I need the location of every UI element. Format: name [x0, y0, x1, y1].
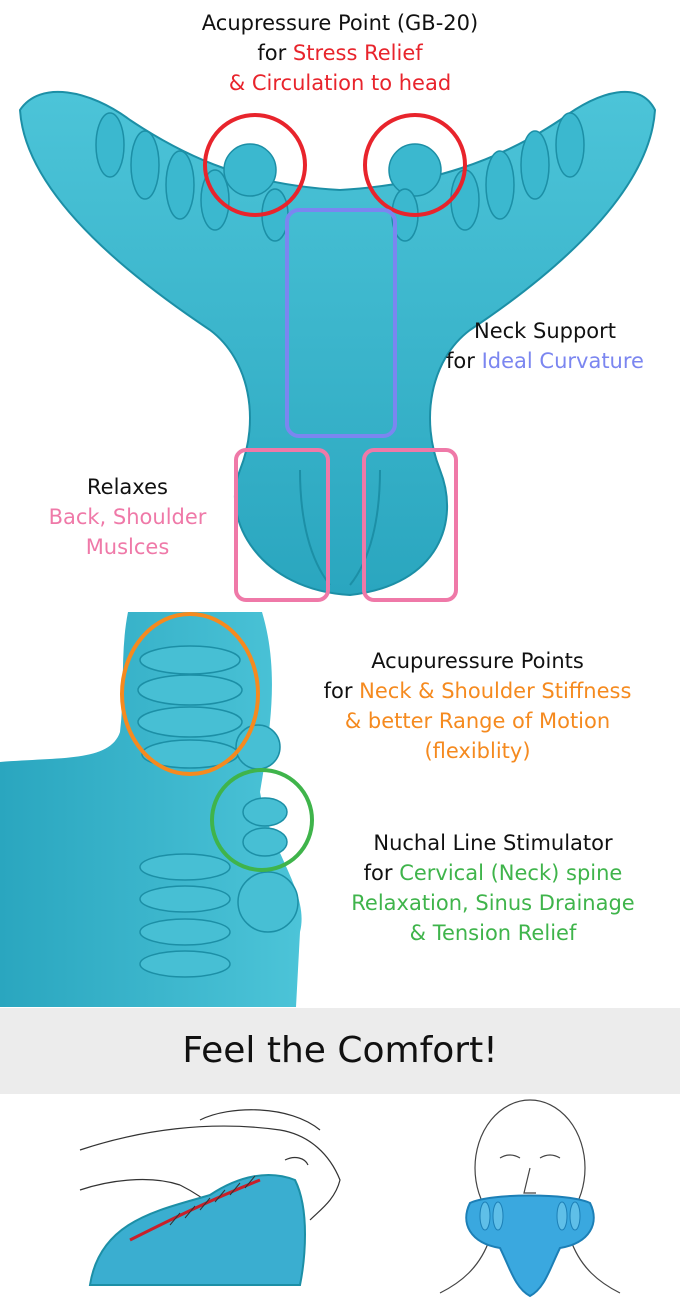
gb20-right-marker [363, 113, 467, 217]
nuchal-line3: Relaxation, Sinus Drainage [351, 891, 635, 915]
relaxes-callout: Relaxes Back, Shoulder Muslces [20, 472, 235, 562]
banner-title: Feel the Comfort! [182, 1030, 498, 1071]
relaxes-line2: Back, Shoulder [48, 505, 207, 529]
front-head-illustration [439, 1099, 621, 1298]
gb20-line3: & Circulation to head [228, 71, 452, 95]
acu-points-line3: & better Range of Motion [344, 709, 611, 733]
pillow-side-view [0, 612, 314, 1007]
neck-support-highlight: Ideal Curvature [481, 349, 644, 373]
nuchal-line4: & Tension Relief [409, 921, 577, 945]
nuchal-marker [210, 768, 314, 872]
neck-support-prefix: for [446, 349, 482, 373]
acu-points-line4: (flexiblity) [424, 739, 531, 763]
neck-support-title: Neck Support [473, 319, 617, 343]
nuchal-callout: Nuchal Line Stimulator for Cervical (Nec… [318, 828, 668, 948]
comfort-banner: Feel the Comfort! [0, 1008, 680, 1094]
relaxes-title: Relaxes [87, 475, 168, 499]
acu-points-title: Acupuressure Points [371, 649, 584, 673]
nuchal-prefix: for [363, 861, 400, 885]
gb20-prefix: for [257, 41, 293, 65]
pillow-top-view [18, 90, 657, 602]
acu-points-highlight: Neck & Shoulder Stiffness [359, 679, 632, 703]
nuchal-highlight: Cervical (Neck) spine [399, 861, 623, 885]
gb20-callout: Acupressure Point (GB-20) for Stress Rel… [140, 8, 540, 98]
neck-support-callout: Neck Support for Ideal Curvature [420, 316, 670, 376]
acu-points-prefix: for [323, 679, 360, 703]
acu-points-marker [120, 612, 260, 776]
acu-points-callout: Acupuressure Points for Neck & Shoulder … [290, 646, 665, 766]
back-left-marker [234, 448, 330, 602]
gb20-left-marker [203, 113, 307, 217]
nuchal-title: Nuchal Line Stimulator [373, 831, 613, 855]
gb20-highlight: Stress Relief [292, 41, 423, 65]
side-head-illustration [79, 1109, 341, 1286]
relaxes-line3: Muslces [85, 535, 170, 559]
neck-support-marker [285, 208, 397, 438]
back-right-marker [362, 448, 458, 602]
gb20-title: Acupressure Point (GB-20) [201, 11, 479, 35]
